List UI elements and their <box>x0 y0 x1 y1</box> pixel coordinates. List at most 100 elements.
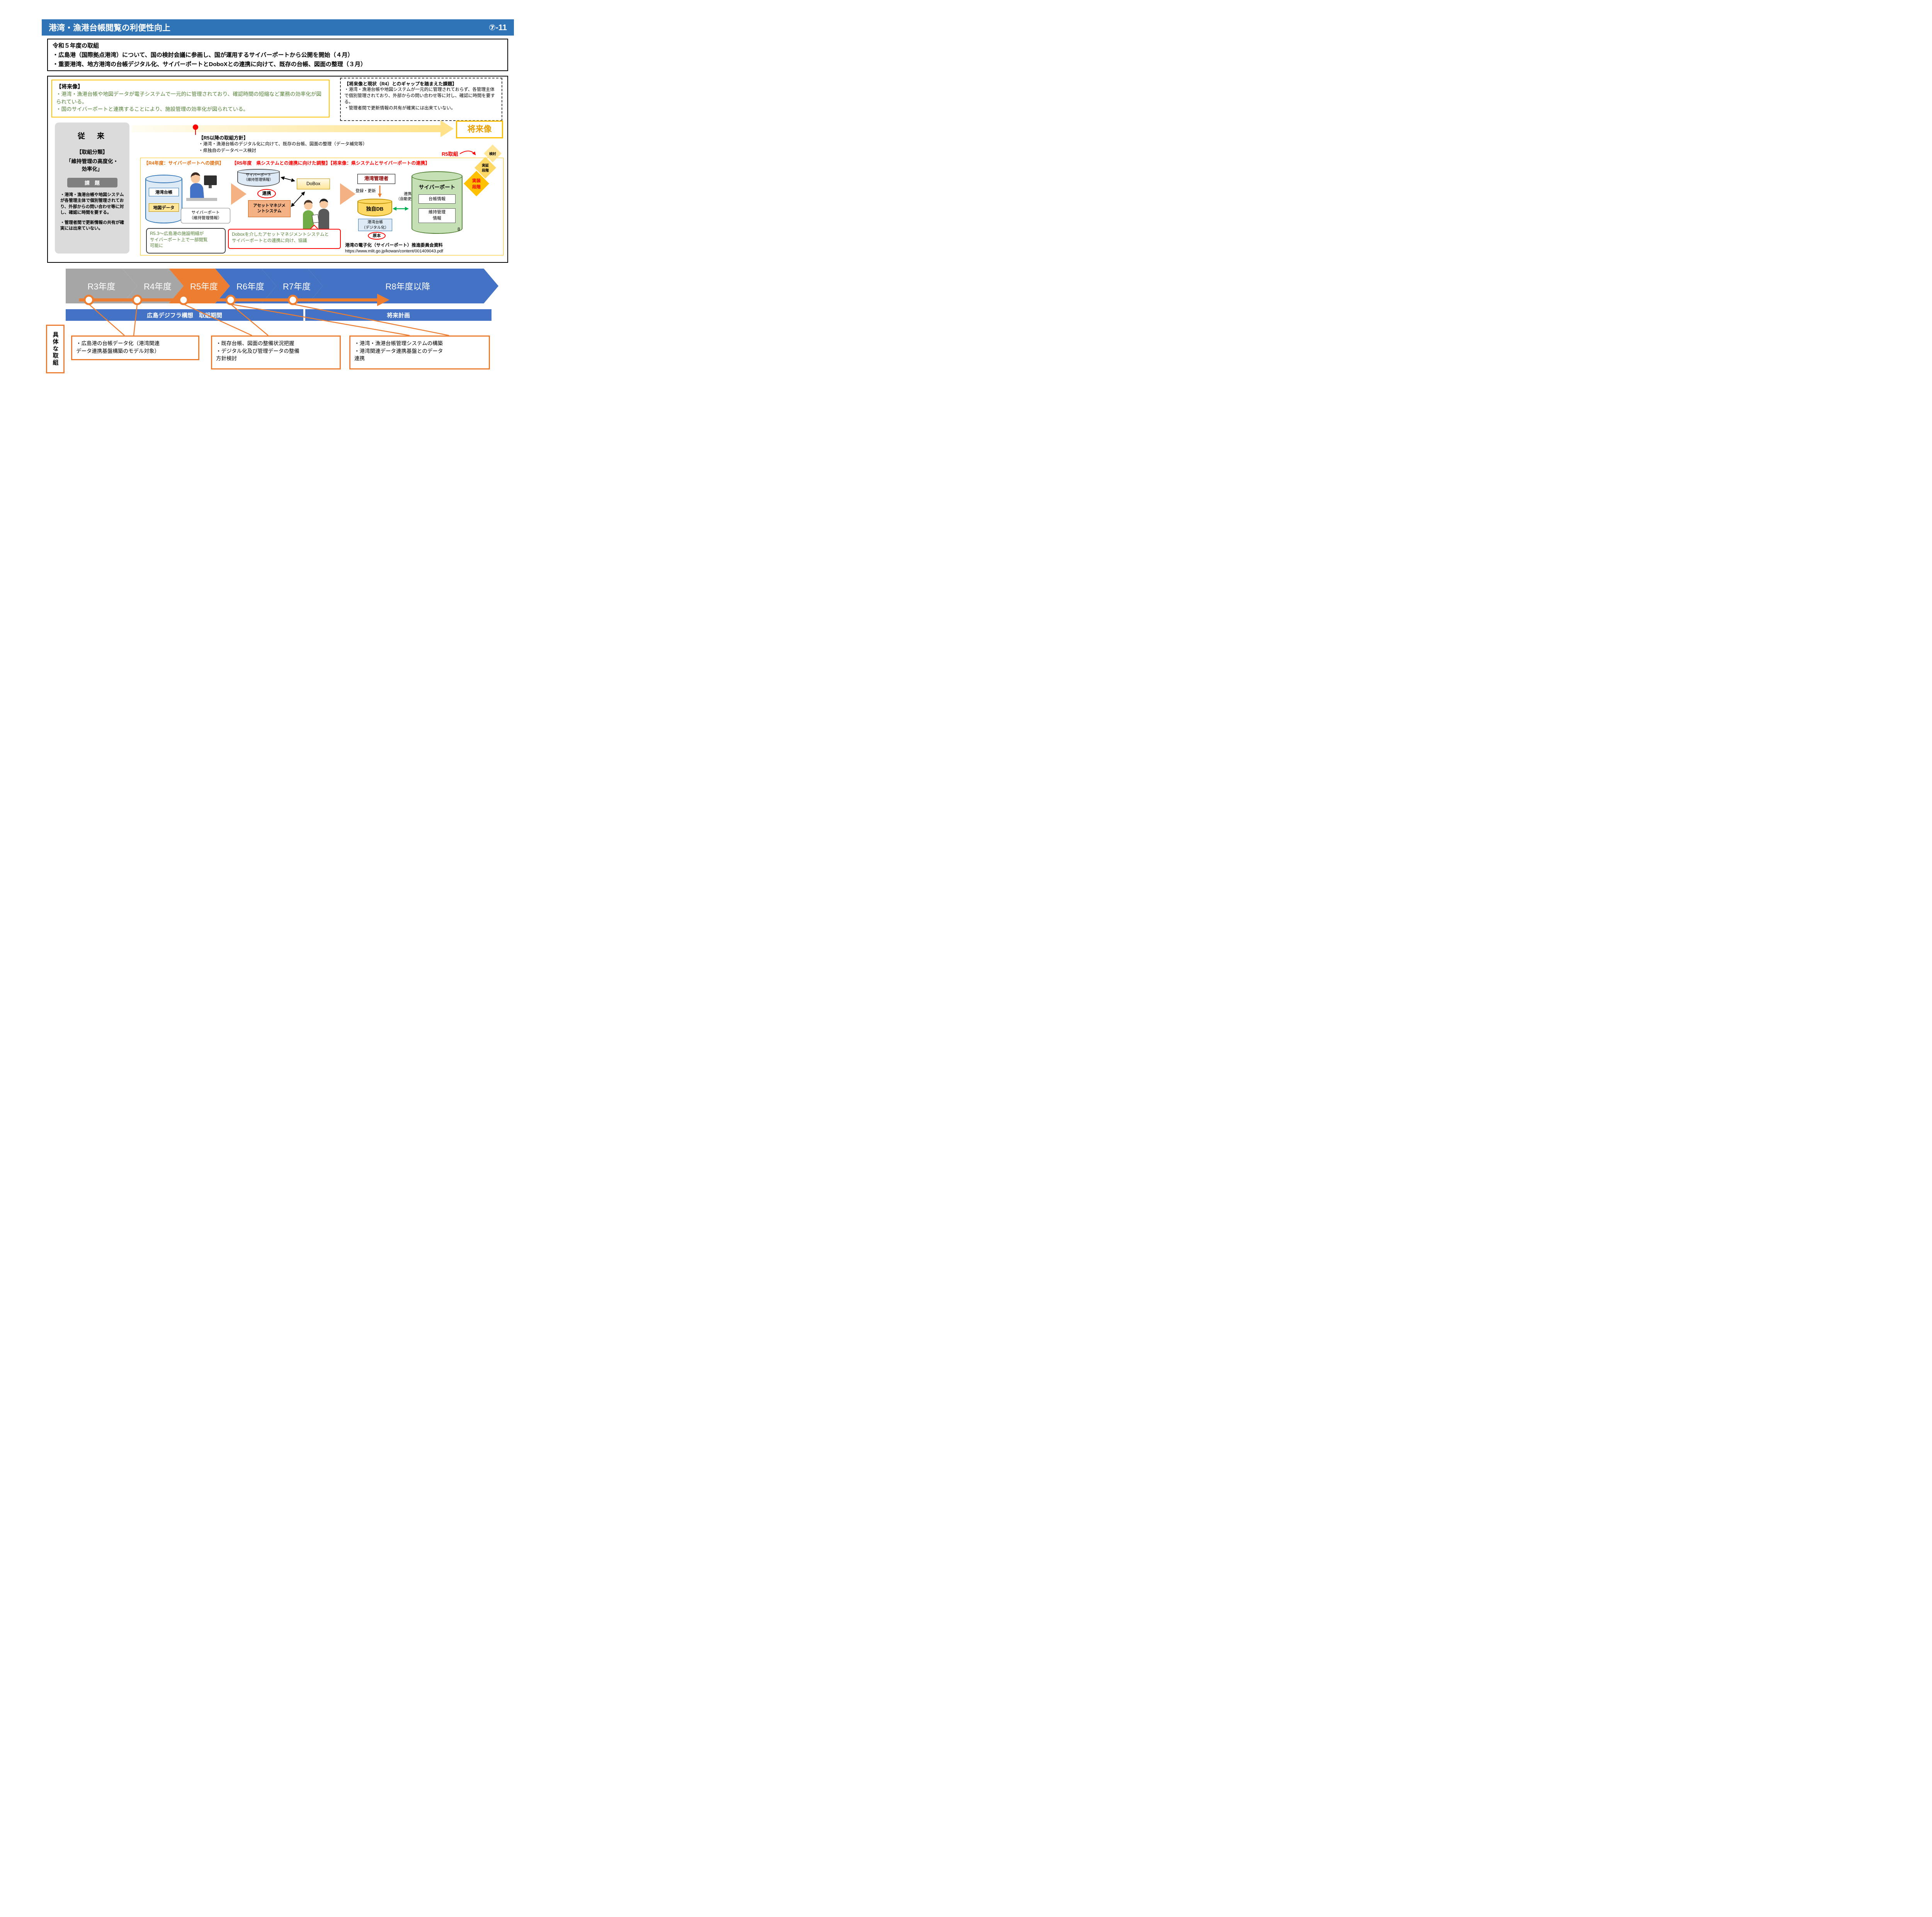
person-b-head <box>320 200 328 208</box>
future-arrow-body <box>131 125 440 132</box>
desk <box>186 198 217 201</box>
worker-head <box>191 174 200 183</box>
link-auto-label: 連携 （自動更新） <box>396 192 419 201</box>
chevron-r8: R8年度以降 <box>308 269 498 303</box>
chevron-r5-label: R5年度 <box>190 282 218 291</box>
future-arrow-head <box>440 120 454 137</box>
future-vision-box: 【将来像】 ・港湾・漁港台帳や地図データが電子システムで一元的に管理されており、… <box>51 80 330 117</box>
stage-r4-label: 【R4年度：サイバーポートへの提供】 <box>144 160 224 166</box>
port-ledger-cylinder: 港湾台帳 地図データ <box>145 175 182 223</box>
issue-pill: 課 題 <box>67 178 117 187</box>
own-db-label: 独自DB <box>366 206 384 212</box>
ledger-info-box: 台帳情報 <box>418 194 456 204</box>
step-kento-label: 検討 <box>489 152 496 156</box>
cyberport-db-cylinder: サイバーポート （維持管理情報） <box>237 169 280 187</box>
page-number: ⑦-11 <box>489 23 507 32</box>
chevron-r8-label: R8年度以降 <box>385 282 430 291</box>
worker-illustration <box>186 172 217 201</box>
summary-title: 令和５年度の取組 <box>53 43 99 49</box>
conventional-panel: 従 来 【取組分類】 「維持管理の高度化・ 効率化」 課 題 ・港湾・漁港台帳や… <box>55 123 129 254</box>
step-jisso-label: 実装 段階 <box>472 179 481 189</box>
document-sheet <box>312 214 319 223</box>
action-box-1: ・広島港の台帳データ化（港湾関連 データ連携基盤構築のモデル対象） <box>71 335 199 360</box>
future-vision-title: 【将来像】 <box>56 83 83 90</box>
gap-title: 【将来像と現状（R4）とのギャップを踏まえた課題】 <box>344 81 457 87</box>
port-ledger-label: 港湾台帳 <box>149 188 179 196</box>
dobox-box: DoBox <box>297 179 330 189</box>
category-value: 「維持管理の高度化・ 効率化」 <box>66 158 118 172</box>
own-db-cylinder: 独自DB <box>357 199 392 216</box>
chevron-r4-label: R4年度 <box>143 282 172 291</box>
period-bar-digifra: 広島デジフラ構想 取組期間 <box>66 309 303 321</box>
gap-line-2: ・管理者間で更新情報の共有が確実には出来ていない。 <box>344 106 456 111</box>
cyberport-main-cylinder: サイバーポート 台帳情報 維持管理 情報 <box>412 171 463 234</box>
cyberport-callout: サイバーポート （維持管理情報） <box>181 208 230 223</box>
slide: 港湾・漁港台帳閲覧の利便性向上 ⑦-11 令和５年度の取組 ・広島港（国際拠点港… <box>0 0 556 393</box>
category-label: 【取組分類】 <box>77 149 108 155</box>
future-vision-line-1: ・港湾・漁港台帳や地図データが電子システムで一元的に管理されており、確認時間の短… <box>56 91 321 105</box>
worker-body <box>190 183 204 198</box>
map-data-label: 地図データ <box>149 203 179 212</box>
stage-r5-label: 【R5年度 県システムとの連携に向けた調整】 <box>232 160 330 166</box>
summary-line-2: ・重要港湾、地方港湾の台帳デジタル化、サイバーポートとDoboXとの連携に向けて… <box>53 61 366 68</box>
stage-arrow-1 <box>231 183 247 205</box>
r5-policy-title: 【R5以降の取組方針】 <box>199 135 248 141</box>
stage-arrow-2 <box>340 183 355 205</box>
period-bar-future: 将来計画 <box>305 309 492 321</box>
original-ellipse: 原本 <box>368 232 386 240</box>
cylinder-body <box>145 179 182 223</box>
r5-policy-line-2: ・県独自のデータベース検討 <box>199 148 256 153</box>
chevron-r6-label: R6年度 <box>236 282 265 291</box>
person-a-body <box>303 210 314 230</box>
cylinder-top <box>145 175 182 183</box>
actions-side-label: 具体な取組 <box>46 325 65 373</box>
milestone-dot <box>193 124 198 130</box>
source-url[interactable]: https://www.mlit.go.jp/kowan/content/001… <box>345 249 443 254</box>
cyberport-db-label: サイバーポート （維持管理情報） <box>243 173 273 182</box>
cylinder-top <box>357 199 392 204</box>
stage-future-label: 【将来像：県システムとサイバーポートの連携】 <box>330 160 430 166</box>
person-b-body <box>318 209 329 230</box>
port-manager-box: 港湾管理者 <box>357 174 395 184</box>
conventional-issue-1: ・港湾・漁港台帳や地図システムが各管理主体で個別管理されており、外部からの問い合… <box>60 192 124 215</box>
summary-line-1: ・広島港（国際拠点港湾）について、国の検討会議に参画し、国が運用するサイバーポー… <box>53 52 354 58</box>
person-a-head <box>304 201 313 210</box>
conventional-issue-2: ・管理者間で更新情報の共有が確実には出来ていない。 <box>60 220 124 231</box>
cylinder-top <box>412 171 463 181</box>
monitor <box>204 175 217 185</box>
future-target-box: 将来像 <box>456 121 503 138</box>
action-box-3: ・港湾・漁港台帳管理システムの構築 ・港湾関連データ連携基盤とのデータ 連携 <box>349 335 490 369</box>
source-note: 港湾の電子化（サイバーポート）推進委員会資料 <box>345 243 443 248</box>
bubble-r53: R5.3～広島港の施設明細が サイバーポート上で一部閲覧 可能に <box>146 228 226 254</box>
stage-r5-future-label: 【R5年度 県システムとの連携に向けた調整】【将来像：県システムとサイバーポート… <box>232 160 430 166</box>
link-ellipse: 連携 <box>257 189 276 198</box>
cylinder-top <box>237 169 280 174</box>
cyberport-main-label: サイバーポート <box>418 184 456 190</box>
source-page-number: 8 <box>457 226 460 232</box>
worker-hair <box>190 172 200 178</box>
chevron-r3-label: R3年度 <box>87 282 116 291</box>
gap-line-1: ・港湾・漁港台帳や地図システムが一元的に管理されておらず、各管理主体で個別管理さ… <box>344 87 495 104</box>
maintenance-info-box: 維持管理 情報 <box>418 208 456 223</box>
monitor-stand <box>209 185 212 188</box>
cylinder-body <box>412 176 463 234</box>
header-bar: 港湾・漁港台帳閲覧の利便性向上 ⑦-11 <box>42 19 514 36</box>
meeting-illustration <box>303 198 329 230</box>
milestone-stem <box>195 129 196 135</box>
chevron-r3: R3年度 <box>66 269 137 303</box>
step-jissho-label: 実証 段階 <box>481 163 489 172</box>
person-b-hair <box>319 198 328 203</box>
r5-policy-line-1: ・港湾・漁港台帳のデジタル化に向けて、既存の台帳、図面の整理（データ補完等） <box>199 142 367 146</box>
action-box-2: ・既存台帳、図面の整備状況把握 ・デジタル化及び管理データの整備 方針検討 <box>211 335 341 369</box>
chevron-r7-label: R7年度 <box>282 282 311 291</box>
page-title: 港湾・漁港台帳閲覧の利便性向上 <box>49 24 170 32</box>
person-a-hair <box>304 200 313 205</box>
future-vision-line-2: ・国のサイバーポートと連携することにより、施設管理の効率化が図られている。 <box>56 106 249 112</box>
conventional-title: 従 来 <box>77 132 107 140</box>
r5-summary-box: 令和５年度の取組 ・広島港（国際拠点港湾）について、国の検討会議に参画し、国が運… <box>47 39 508 71</box>
digital-ledger-box: 港湾台帳 （デジタル化） <box>358 219 392 231</box>
asset-system-box: アセットマネジメ ントシステム <box>248 200 291 217</box>
bubble-dobox: Doboxを介したアセットマネジメントシステムと サイバーポートとの連携に向け、… <box>228 229 341 249</box>
gap-issues-box: 【将来像と現状（R4）とのギャップを踏まえた課題】 ・港湾・漁港台帳や地図システ… <box>340 78 502 121</box>
register-update-label: 登録・更新 <box>355 189 376 193</box>
